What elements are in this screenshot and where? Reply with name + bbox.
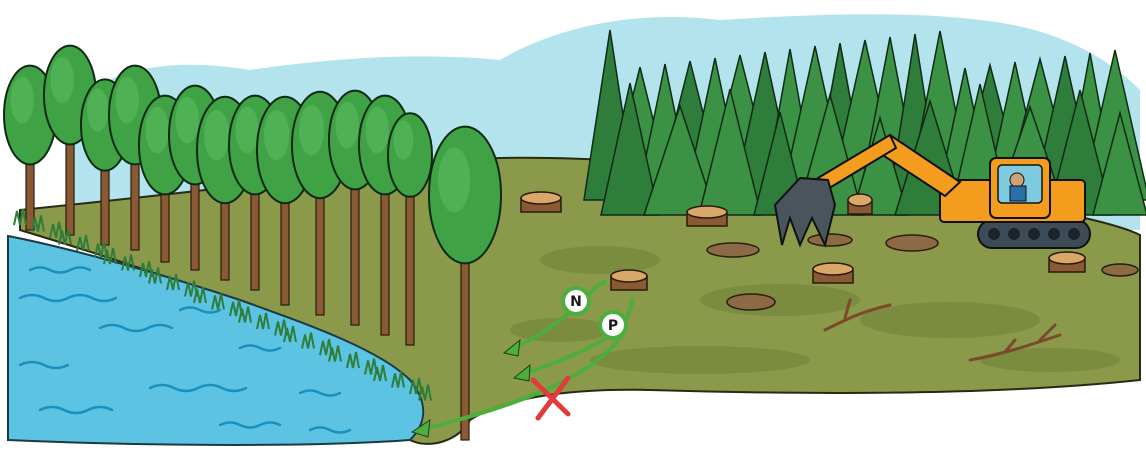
operator-head xyxy=(1010,173,1024,187)
tree-stump xyxy=(813,263,853,283)
tree-stump xyxy=(611,270,647,290)
phosphorus-label: P xyxy=(608,318,618,334)
tree-stump xyxy=(687,206,727,226)
nitrogen-label: N xyxy=(570,294,582,310)
tree-stump xyxy=(1049,252,1085,272)
operator-body xyxy=(1010,186,1026,201)
nitrogen-badge: N xyxy=(563,288,589,314)
phosphorus-badge: P xyxy=(600,312,626,338)
tree-stump xyxy=(521,192,561,212)
tree-stump xyxy=(848,194,872,214)
